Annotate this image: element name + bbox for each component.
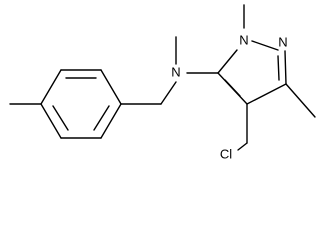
benzene-bond-4 [100,103,122,139]
benzene-bond-6 [40,103,62,139]
pyrazole-n1-label: N [239,32,248,47]
pyrazole-n2-c3-bond [284,50,287,85]
pyrazole-c3-c4-bond [246,83,287,105]
pyrazole-n2-c3-double-bond [277,55,280,81]
chemical-structure-diagram: N N N Cl [0,0,320,180]
tolyl-group [9,69,122,139]
pyrazole-substituents [237,4,316,151]
ch2-to-amine-bond [160,81,177,105]
benzene-bond-3 [100,69,122,105]
benzene-inner-double-bond-3 [52,105,69,131]
chloromethyl-bond-2 [237,142,248,151]
pyrazole-c5-n1-bond [217,49,238,74]
pyrazole-n1-n2-bond [251,40,279,51]
pyrazole-n2-label: N [278,34,287,49]
canvas-background [0,0,320,180]
benzene-inner-double-bond-2 [93,105,110,131]
chlorine-label: Cl [220,146,232,161]
amine-nitrogen-label: N [171,64,180,79]
amine-linker [120,36,219,105]
c-methyl-bond [285,83,316,118]
pyrazole-ring [217,40,287,105]
pyrazole-c4-c5-double-bond [224,79,241,97]
benzene-bond-1 [40,69,62,105]
